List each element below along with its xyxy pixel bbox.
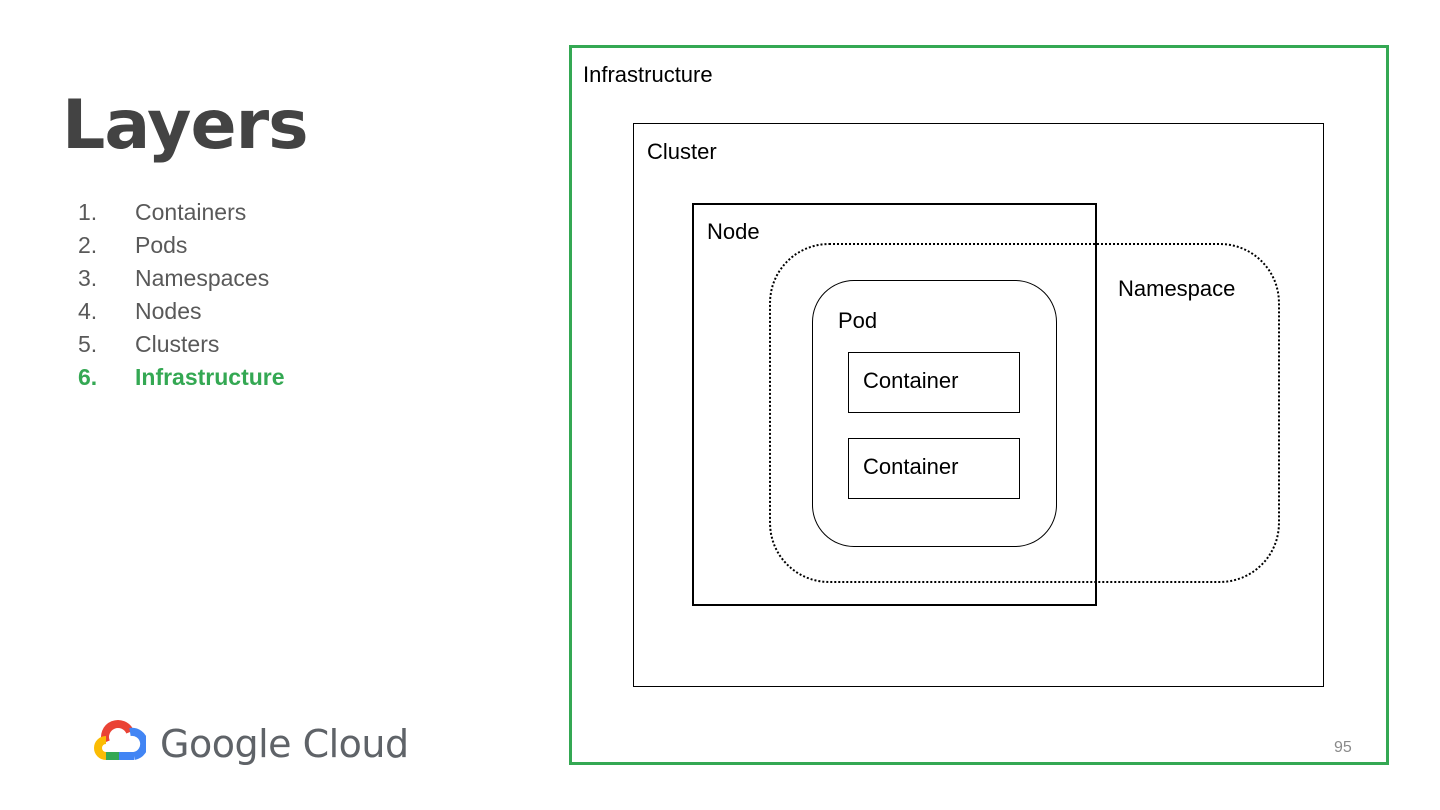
list-item-number: 1. bbox=[78, 199, 98, 225]
list-item-label: Namespaces bbox=[135, 265, 270, 291]
node-box bbox=[692, 203, 1097, 606]
cluster-box bbox=[633, 123, 1324, 687]
infrastructure-label: Infrastructure bbox=[583, 62, 713, 87]
container-label: Container bbox=[863, 368, 959, 393]
page-number: 95 bbox=[1334, 739, 1352, 756]
list-item-label: Nodes bbox=[135, 298, 202, 324]
list-item-number: 5. bbox=[78, 331, 98, 357]
pod-box bbox=[812, 280, 1057, 547]
logo-text: Google Cloud bbox=[160, 721, 409, 766]
google-cloud-logo-icon bbox=[92, 718, 149, 769]
list-item-label: Clusters bbox=[135, 331, 220, 357]
list-item: 3. Namespaces bbox=[78, 262, 285, 295]
list-item-label: Containers bbox=[135, 199, 247, 225]
list-item: 2. Pods bbox=[78, 229, 285, 262]
namespace-box bbox=[769, 243, 1280, 583]
container-box bbox=[848, 438, 1020, 499]
list-item-label: Pods bbox=[135, 232, 188, 258]
list-item-number: 6. bbox=[78, 364, 98, 390]
list-item-number: 4. bbox=[78, 298, 98, 324]
pod-label: Pod bbox=[838, 308, 878, 333]
container-box bbox=[848, 352, 1020, 413]
cluster-label: Cluster bbox=[647, 139, 717, 164]
list-item: 4. Nodes bbox=[78, 295, 285, 328]
layers-list: 1. Containers 2. Pods 3. Namespaces 4. Nodes… bbox=[78, 196, 285, 394]
namespace-label: Namespace bbox=[1118, 276, 1236, 301]
list-item: 1. Containers bbox=[78, 196, 285, 229]
google-cloud-logo: Google Cloud bbox=[92, 718, 409, 769]
infrastructure-box bbox=[569, 45, 1389, 765]
slide-title: Layers bbox=[62, 86, 309, 165]
container-label: Container bbox=[863, 454, 959, 479]
list-item-active: 6. Infrastructure bbox=[78, 361, 285, 394]
list-item: 5. Clusters bbox=[78, 328, 285, 361]
list-item-number: 3. bbox=[78, 265, 98, 291]
list-item-number: 2. bbox=[78, 232, 98, 258]
list-item-label: Infrastructure bbox=[135, 364, 285, 390]
node-label: Node bbox=[707, 219, 760, 244]
